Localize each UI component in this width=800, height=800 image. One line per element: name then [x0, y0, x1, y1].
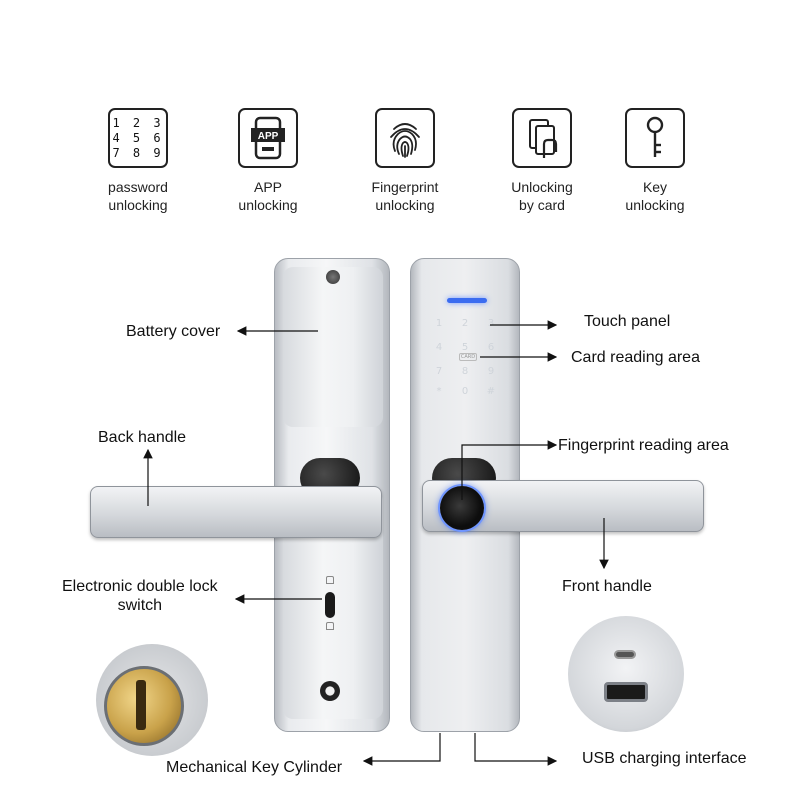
feature-label: Unlocking by card [511, 179, 573, 213]
feature-label: APP unlocking [238, 179, 298, 213]
feature-password: 1 2 3 4 5 6 7 8 9 password unlocking [78, 108, 198, 214]
feature-label: password unlocking [108, 179, 168, 213]
double-lock-switch[interactable] [325, 592, 335, 618]
leader-key-cylinder [362, 733, 441, 766]
callout-battery-cover: Battery cover [126, 323, 221, 340]
callout-usb: USB charging interface [582, 750, 747, 767]
double-lock-bottom-icon [326, 622, 334, 630]
status-light-bar [447, 298, 487, 303]
touch-key[interactable]: 1 [435, 318, 443, 329]
keypad-row-1: 1 2 3 [112, 115, 164, 130]
key-icon [625, 108, 685, 168]
key-cylinder-closeup [96, 644, 208, 756]
callout-front-handle: Front handle [562, 578, 652, 595]
touch-key[interactable]: * [436, 386, 442, 397]
fingerprint-sensor[interactable] [440, 486, 484, 530]
fingerprint-icon [375, 108, 435, 168]
callout-back-handle: Back handle [98, 429, 187, 446]
touch-key[interactable]: 3 [487, 318, 495, 329]
touch-key[interactable]: 2 [461, 318, 469, 329]
usb-led-slot [614, 650, 636, 659]
leader-usb [474, 733, 558, 766]
battery-cover-screw [326, 270, 340, 284]
key-cylinder-small [320, 681, 340, 701]
touch-key[interactable]: 8 [461, 366, 469, 377]
callout-fingerprint-area: Fingerprint reading area [558, 437, 729, 454]
touch-key[interactable]: 5 [461, 342, 469, 353]
feature-label: Fingerprint unlocking [371, 179, 439, 213]
touch-key[interactable]: 4 [435, 342, 443, 353]
usb-port [604, 682, 648, 702]
keypad-icon: 1 2 3 4 5 6 7 8 9 [108, 108, 168, 168]
double-lock-top-icon [326, 576, 334, 584]
card-reading-mark: CARD [459, 353, 477, 361]
callout-touch-panel: Touch panel [584, 313, 671, 330]
feature-label: Key unlocking [625, 179, 685, 213]
keypad-row-2: 4 5 6 [112, 130, 164, 145]
touch-key[interactable]: # [486, 386, 496, 397]
callout-double-lock: Electronic double lock switch [62, 578, 218, 614]
app-badge: APP [258, 131, 279, 142]
callout-key-cylinder: Mechanical Key Cylinder [166, 759, 343, 776]
feature-fingerprint: Fingerprint unlocking [345, 108, 465, 214]
card-icon [512, 108, 572, 168]
callout-card-area: Card reading area [571, 349, 700, 366]
feature-key: Key unlocking [595, 108, 715, 214]
back-handle [90, 486, 382, 538]
cylinder-keyway [136, 680, 146, 730]
keypad-row-3: 7 8 9 [112, 145, 164, 160]
touch-key[interactable]: 7 [435, 366, 443, 377]
app-phone-icon: APP [238, 108, 298, 168]
usb-port-closeup [568, 616, 684, 732]
battery-cover-panel [283, 267, 383, 427]
feature-app: APP APP unlocking [208, 108, 328, 214]
touch-key[interactable]: 0 [461, 386, 469, 397]
touch-key[interactable]: 9 [487, 366, 495, 377]
feature-card: Unlocking by card [482, 108, 602, 214]
touch-key[interactable]: 6 [487, 342, 495, 353]
